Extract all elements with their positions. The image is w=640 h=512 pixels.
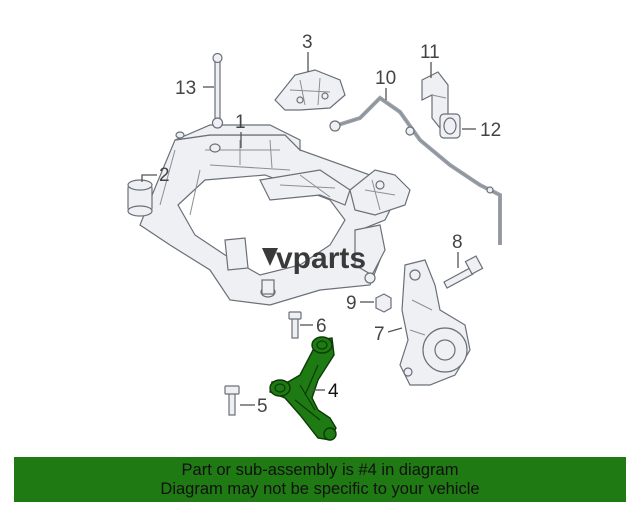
lower-control-arm-part-4-highlighted xyxy=(269,336,337,441)
watermark-text: vparts xyxy=(276,242,366,275)
bolt-part-5 xyxy=(224,385,240,416)
callout-2: 2 xyxy=(159,165,170,186)
bolt-part-6 xyxy=(288,311,302,339)
callout-11: 11 xyxy=(420,42,440,63)
bolt-part-8 xyxy=(443,255,484,289)
nut-part-9 xyxy=(375,293,392,313)
knuckle-part-7 xyxy=(399,259,471,386)
stabilizer-link-part-13 xyxy=(211,52,224,129)
callout-8: 8 xyxy=(452,232,463,253)
callout-6: 6 xyxy=(316,316,327,337)
parts-diagram: vparts 1 2 3 4 5 6 7 8 9 10 11 12 13 xyxy=(127,32,502,441)
banner-line-disclaimer: Diagram may not be specific to your vehi… xyxy=(160,480,480,498)
callout-10: 10 xyxy=(375,68,396,89)
banner-line-part: Part or sub-assembly is #4 in diagram xyxy=(181,461,459,479)
callout-7: 7 xyxy=(374,324,385,345)
watermark-logo: vparts xyxy=(262,242,366,275)
leader-line-2 xyxy=(141,174,157,182)
callout-4: 4 xyxy=(328,381,339,402)
callout-5: 5 xyxy=(257,396,268,417)
callout-12: 12 xyxy=(480,120,501,141)
callout-13: 13 xyxy=(175,78,196,99)
callout-3: 3 xyxy=(302,32,313,53)
leader-line-7 xyxy=(387,327,403,333)
callout-1: 1 xyxy=(235,112,246,133)
front-crossmember-part xyxy=(139,124,411,306)
stabilizer-bar-part-10 xyxy=(329,95,502,245)
bushing-part-12 xyxy=(439,113,461,139)
info-banner: Part or sub-assembly is #4 in diagram Di… xyxy=(14,457,626,502)
callout-9: 9 xyxy=(346,293,357,314)
bracket-part-3 xyxy=(274,69,346,111)
bushing-part-2 xyxy=(127,179,153,217)
